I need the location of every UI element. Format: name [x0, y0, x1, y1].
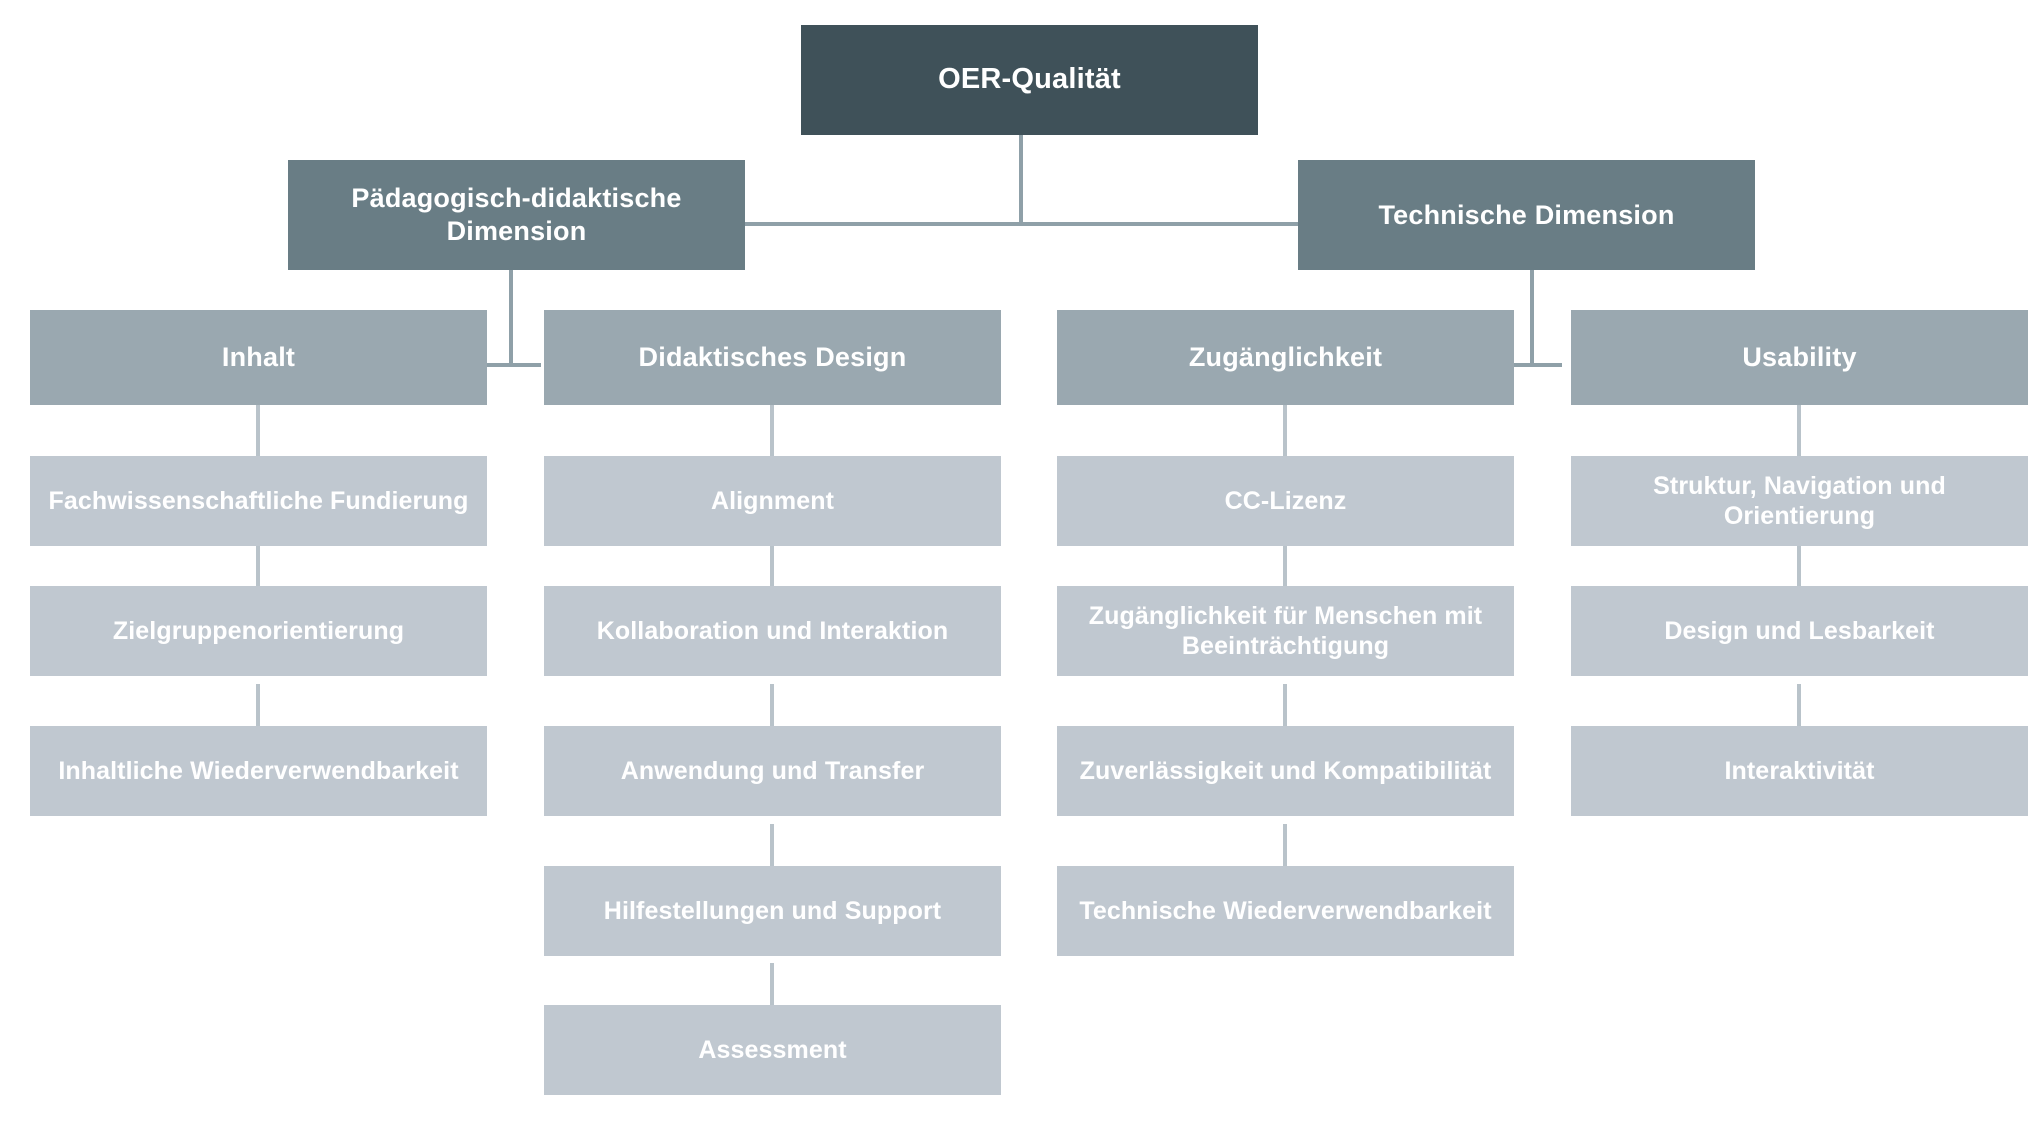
- node-criterion-struktur-navigation-orientierung[interactable]: Struktur, Navigation und Orientierung: [1571, 456, 2028, 546]
- connector-dim-left-vertical: [509, 268, 513, 366]
- node-criterion-zugaenglichkeit-beeintraechtigung[interactable]: Zugänglichkeit für Menschen mit Beeinträ…: [1057, 586, 1514, 676]
- node-criterion-label: Zielgruppenorientierung: [112, 616, 405, 645]
- node-category-didaktisches-design[interactable]: Didaktisches Design: [544, 310, 1001, 405]
- node-criterion-label: Inhaltliche Wiederverwendbarkeit: [58, 756, 459, 785]
- connector-cat-left-horizontal: [484, 363, 541, 367]
- node-criterion-label: Assessment: [698, 1035, 847, 1064]
- node-category-usability[interactable]: Usability: [1571, 310, 2028, 405]
- node-criterion-label: Kollaboration und Interaktion: [596, 616, 949, 645]
- node-criterion-hilfestellungen-und-support[interactable]: Hilfestellungen und Support: [544, 866, 1001, 956]
- node-category-label: Usability: [1742, 342, 1857, 373]
- node-criterion-label: Technische Wiederverwendbarkeit: [1079, 896, 1492, 925]
- node-dimension-label: Technische Dimension: [1378, 199, 1675, 230]
- connector-col1-seg2: [256, 545, 260, 587]
- connector-dim-right-vertical: [1530, 268, 1534, 366]
- node-root-oer-qualitaet[interactable]: OER-Qualität: [801, 25, 1258, 135]
- connector-col1-seg3: [256, 684, 260, 726]
- connector-col2-seg4: [770, 824, 774, 866]
- node-category-zugaenglichkeit[interactable]: Zugänglichkeit: [1057, 310, 1514, 405]
- node-dimension-technisch[interactable]: Technische Dimension: [1298, 160, 1755, 270]
- connector-col2-seg5: [770, 963, 774, 1005]
- node-criterion-fachwissenschaftliche-fundierung[interactable]: Fachwissenschaftliche Fundierung: [30, 456, 487, 546]
- node-criterion-cc-lizenz[interactable]: CC-Lizenz: [1057, 456, 1514, 546]
- connector-col3-seg2: [1283, 545, 1287, 587]
- node-criterion-assessment[interactable]: Assessment: [544, 1005, 1001, 1095]
- connector-col1-seg1: [256, 404, 260, 457]
- node-criterion-label: Fachwissenschaftliche Fundierung: [48, 486, 469, 515]
- node-criterion-zielgruppenorientierung[interactable]: Zielgruppenorientierung: [30, 586, 487, 676]
- node-criterion-label: Design und Lesbarkeit: [1664, 616, 1935, 645]
- node-criterion-label: Alignment: [710, 486, 835, 515]
- node-criterion-label: Hilfestellungen und Support: [603, 896, 942, 925]
- node-criterion-label: Zugänglichkeit für Menschen mit Beeinträ…: [1088, 601, 1483, 661]
- node-criterion-label: Zuverlässigkeit und Kompatibilität: [1079, 756, 1492, 785]
- connector-col4-seg2: [1797, 545, 1801, 587]
- node-criterion-label: Struktur, Navigation und Orientierung: [1653, 471, 1946, 531]
- node-category-inhalt[interactable]: Inhalt: [30, 310, 487, 405]
- node-criterion-zuverlaessigkeit-und-kompatibilitaet[interactable]: Zuverlässigkeit und Kompatibilität: [1057, 726, 1514, 816]
- node-criterion-interaktivitaet[interactable]: Interaktivität: [1571, 726, 2028, 816]
- connector-col3-seg4: [1283, 824, 1287, 866]
- connector-col4-seg1: [1797, 404, 1801, 457]
- node-category-label: Inhalt: [221, 342, 296, 373]
- connector-col2-seg2: [770, 545, 774, 587]
- node-criterion-inhaltliche-wiederverwendbarkeit[interactable]: Inhaltliche Wiederverwendbarkeit: [30, 726, 487, 816]
- node-criterion-label: CC-Lizenz: [1224, 486, 1347, 515]
- node-criterion-anwendung-und-transfer[interactable]: Anwendung und Transfer: [544, 726, 1001, 816]
- node-category-label: Didaktisches Design: [638, 342, 907, 373]
- node-criterion-design-und-lesbarkeit[interactable]: Design und Lesbarkeit: [1571, 586, 2028, 676]
- node-category-label: Zugänglichkeit: [1188, 342, 1383, 373]
- connector-col3-seg1: [1283, 404, 1287, 457]
- connector-cat-right-horizontal: [1505, 363, 1562, 367]
- node-criterion-label: Anwendung und Transfer: [620, 756, 925, 785]
- connector-col2-seg1: [770, 404, 774, 457]
- connector-root-vertical: [1019, 134, 1023, 224]
- connector-dimensions-horizontal: [735, 222, 1309, 226]
- connector-col3-seg3: [1283, 684, 1287, 726]
- node-dimension-paedagogisch-didaktisch[interactable]: Pädagogisch-didaktische Dimension: [288, 160, 745, 270]
- node-criterion-label: Interaktivität: [1724, 756, 1875, 785]
- node-dimension-label: Pädagogisch-didaktische Dimension: [351, 183, 682, 246]
- node-root-label: OER-Qualität: [938, 63, 1121, 96]
- node-criterion-alignment[interactable]: Alignment: [544, 456, 1001, 546]
- node-criterion-kollaboration-und-interaktion[interactable]: Kollaboration und Interaktion: [544, 586, 1001, 676]
- connector-col4-seg3: [1797, 684, 1801, 726]
- node-criterion-technische-wiederverwendbarkeit[interactable]: Technische Wiederverwendbarkeit: [1057, 866, 1514, 956]
- connector-col2-seg3: [770, 684, 774, 726]
